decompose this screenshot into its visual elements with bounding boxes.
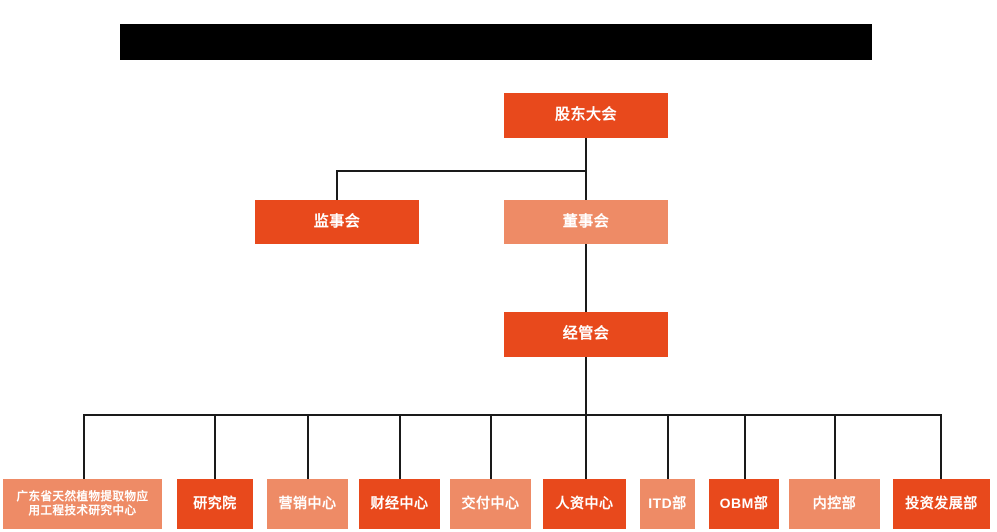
connector-shareholders-down (585, 138, 587, 172)
connector-drop-dept-10 (940, 414, 942, 479)
connector-management-down (585, 357, 587, 415)
connector-drop-dept-3 (307, 414, 309, 479)
connector-drop-dept-4 (399, 414, 401, 479)
connector-drop-dept-9 (834, 414, 836, 479)
node-dept-delivery-center[interactable]: 交付中心 (450, 479, 531, 529)
connector-drop-dept-5 (490, 414, 492, 479)
node-dept-investment-development[interactable]: 投资发展部 (893, 479, 990, 529)
node-dept-marketing-center[interactable]: 营销中心 (267, 479, 348, 529)
node-management-committee[interactable]: 经管会 (504, 312, 668, 357)
node-shareholders-meeting[interactable]: 股东大会 (504, 93, 668, 138)
node-dept-research-center-line2: 用工程技术研究中心 (28, 505, 137, 517)
node-dept-hr-center[interactable]: 人资中心 (543, 479, 626, 529)
connector-drop-dept-7 (667, 414, 669, 479)
connector-drop-dept-2 (214, 414, 216, 479)
node-dept-research-center[interactable]: 广东省天然植物提取物应 用工程技术研究中心 (3, 479, 162, 529)
node-dept-finance-center[interactable]: 财经中心 (359, 479, 440, 529)
connector-drop-dept-6 (585, 414, 587, 479)
node-dept-research-institute[interactable]: 研究院 (177, 479, 253, 529)
connector-directors-to-management (585, 243, 587, 312)
connector-departments-bar (83, 414, 941, 416)
node-board-of-supervisors[interactable]: 监事会 (255, 200, 419, 244)
node-dept-itd[interactable]: ITD部 (640, 479, 695, 529)
connector-drop-dept-8 (744, 414, 746, 479)
connector-to-supervisors (336, 170, 338, 200)
connector-level2-bar (336, 170, 587, 172)
node-dept-internal-control[interactable]: 内控部 (789, 479, 880, 529)
connector-to-directors (585, 170, 587, 200)
node-dept-research-center-line1: 广东省天然植物提取物应 (16, 490, 149, 503)
node-dept-obm[interactable]: OBM部 (709, 479, 779, 529)
node-board-of-directors[interactable]: 董事会 (504, 200, 668, 244)
redacted-title-banner (120, 24, 872, 60)
connector-drop-dept-1 (83, 414, 85, 479)
